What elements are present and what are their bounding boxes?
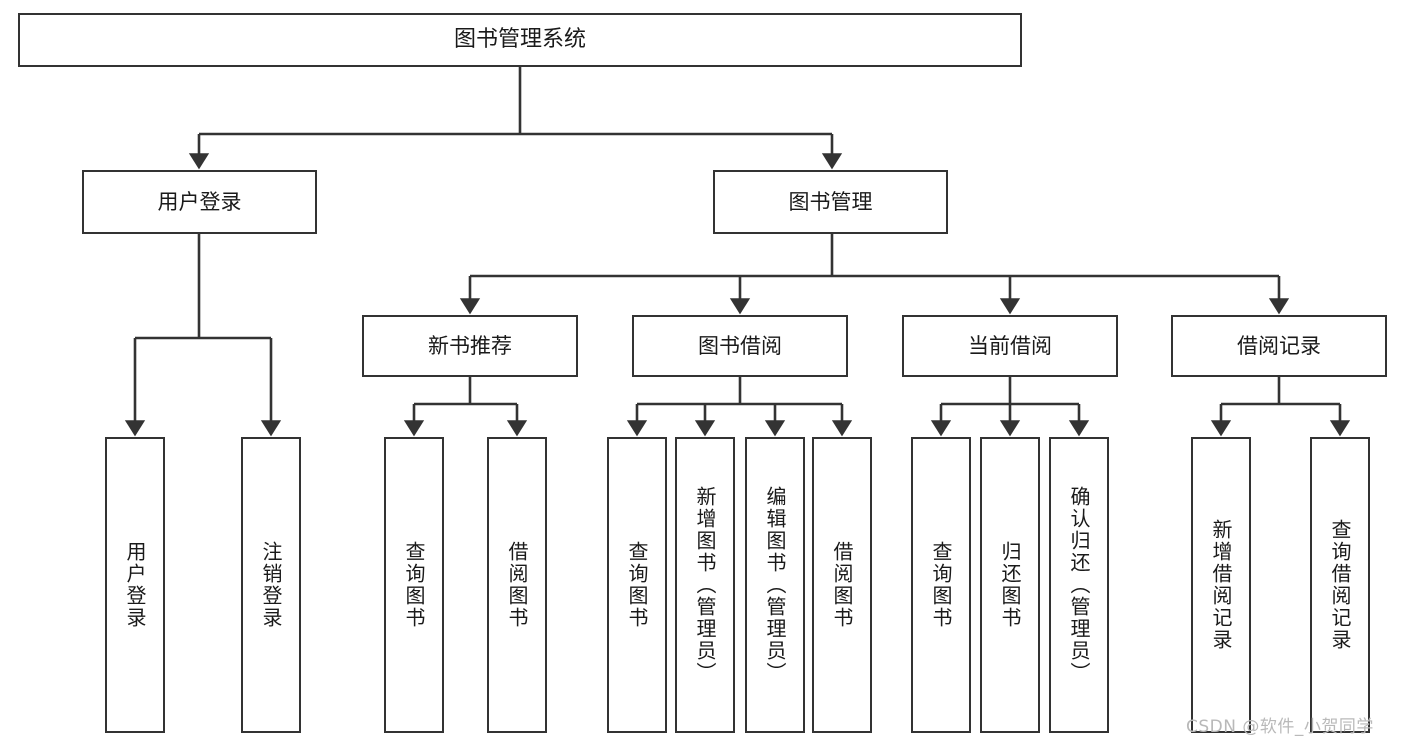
node-book-borrow[interactable]: 图书借阅 — [632, 315, 848, 377]
node-leaf-query-book-3-label: 查询图书 — [929, 541, 953, 629]
node-leaf-user-login[interactable]: 用户登录 — [105, 437, 165, 733]
node-leaf-borrow-book-2[interactable]: 借阅图书 — [812, 437, 872, 733]
node-leaf-confirm-return-label: 确认归还（管理员） — [1067, 486, 1091, 684]
node-leaf-borrow-book-1[interactable]: 借阅图书 — [487, 437, 547, 733]
node-leaf-query-book-1[interactable]: 查询图书 — [384, 437, 444, 733]
node-leaf-query-book-2-label: 查询图书 — [625, 541, 649, 629]
node-leaf-add-book-label: 新增图书（管理员） — [693, 486, 717, 684]
node-leaf-query-book-1-label: 查询图书 — [402, 541, 426, 629]
node-new-book-recommend-label: 新书推荐 — [428, 333, 512, 358]
node-new-book-recommend[interactable]: 新书推荐 — [362, 315, 578, 377]
node-book-manage-label: 图书管理 — [788, 189, 873, 214]
node-current-borrow[interactable]: 当前借阅 — [902, 315, 1118, 377]
node-book-borrow-label: 图书借阅 — [698, 333, 782, 358]
node-root[interactable]: 图书管理系统 — [18, 13, 1022, 67]
node-leaf-borrow-book-1-label: 借阅图书 — [505, 541, 529, 629]
node-leaf-add-record[interactable]: 新增借阅记录 — [1191, 437, 1251, 733]
node-leaf-user-login-label: 用户登录 — [123, 541, 147, 629]
node-current-borrow-label: 当前借阅 — [968, 333, 1052, 358]
node-leaf-edit-book[interactable]: 编辑图书（管理员） — [745, 437, 805, 733]
node-borrow-record-label: 借阅记录 — [1237, 333, 1321, 358]
node-leaf-confirm-return[interactable]: 确认归还（管理员） — [1049, 437, 1109, 733]
node-leaf-add-record-label: 新增借阅记录 — [1209, 519, 1233, 651]
node-leaf-edit-book-label: 编辑图书（管理员） — [763, 486, 787, 684]
node-root-label: 图书管理系统 — [453, 27, 586, 53]
node-leaf-logout-login[interactable]: 注销登录 — [241, 437, 301, 733]
node-borrow-record[interactable]: 借阅记录 — [1171, 315, 1387, 377]
node-leaf-borrow-book-2-label: 借阅图书 — [830, 541, 854, 629]
node-leaf-query-record[interactable]: 查询借阅记录 — [1310, 437, 1370, 733]
node-user-login-label: 用户登录 — [157, 189, 242, 214]
node-leaf-add-book[interactable]: 新增图书（管理员） — [675, 437, 735, 733]
csdn-watermark: CSDN @软件_小贺同学 — [1186, 717, 1374, 737]
node-user-login[interactable]: 用户登录 — [82, 170, 317, 234]
node-leaf-query-record-label: 查询借阅记录 — [1328, 519, 1352, 651]
node-leaf-query-book-3[interactable]: 查询图书 — [911, 437, 971, 733]
node-leaf-logout-login-label: 注销登录 — [259, 541, 283, 629]
node-leaf-query-book-2[interactable]: 查询图书 — [607, 437, 667, 733]
node-book-manage[interactable]: 图书管理 — [713, 170, 948, 234]
node-leaf-return-book[interactable]: 归还图书 — [980, 437, 1040, 733]
node-leaf-return-book-label: 归还图书 — [998, 541, 1022, 629]
